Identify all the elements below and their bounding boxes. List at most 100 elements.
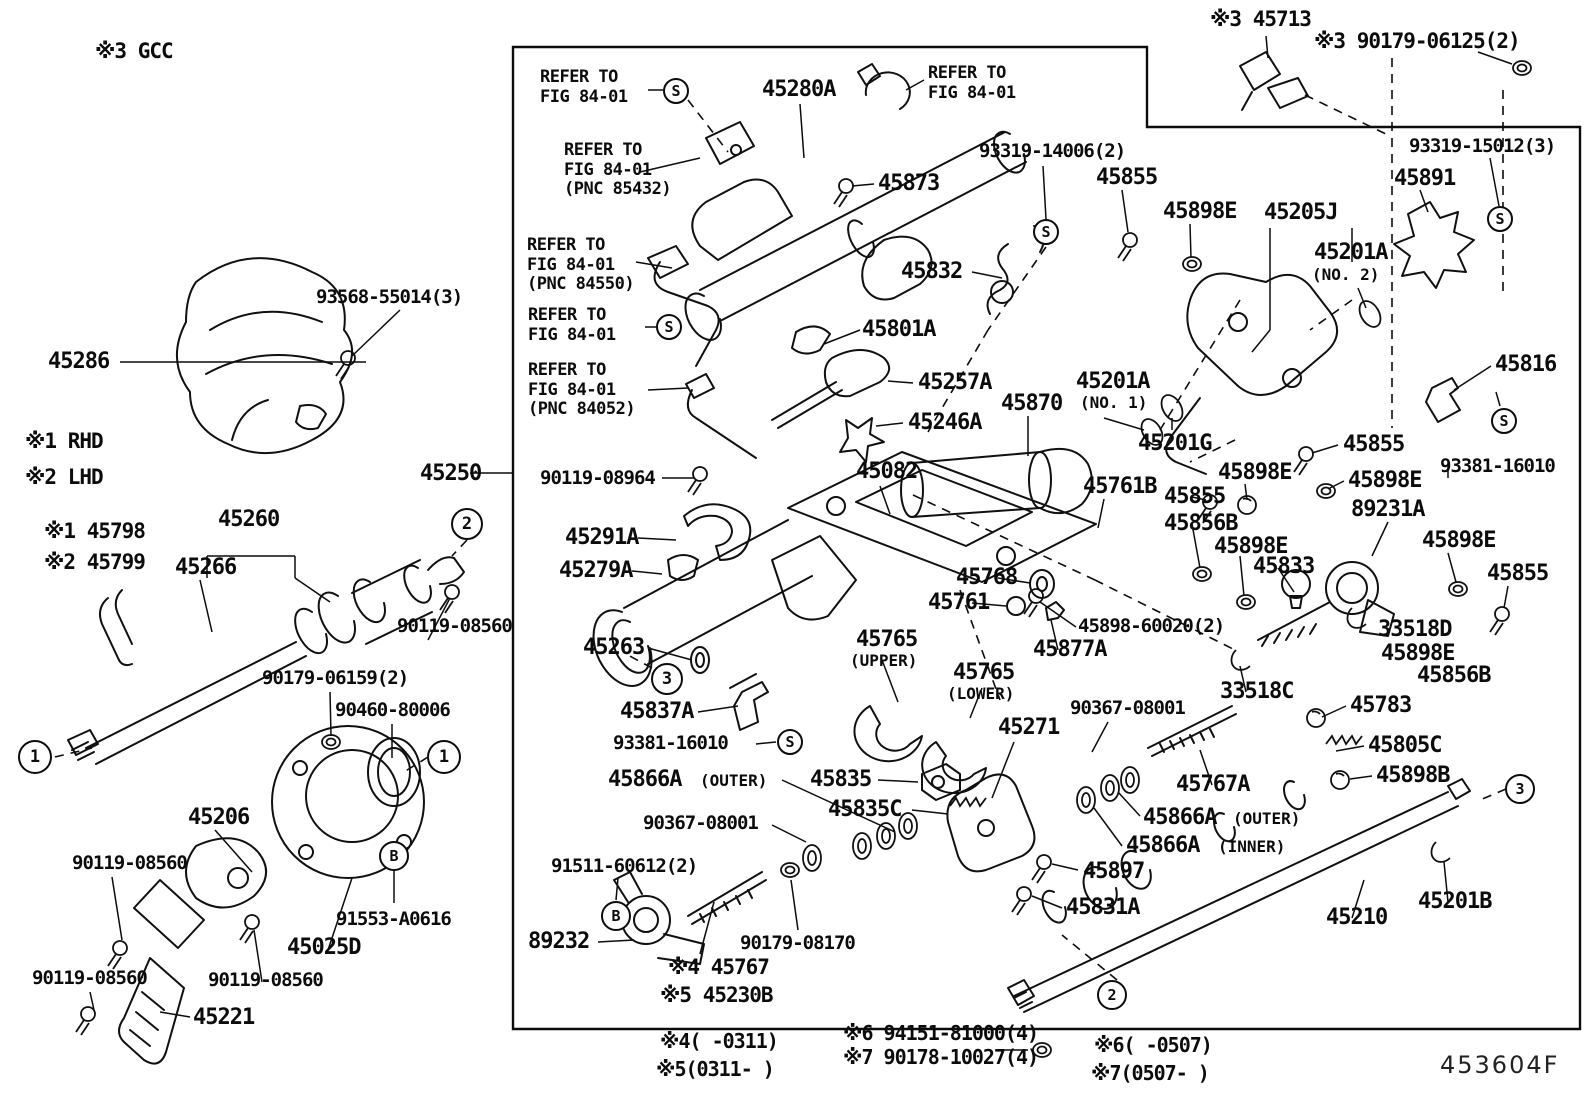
note-45767: ※4 45767 [668,955,770,979]
foot-6a: ※6 94151-81000(4) [843,1021,1039,1045]
sub-outer-r: (OUTER) [1233,809,1301,828]
part-90119-08560-d: 90119-08560 [208,969,324,991]
part-45898E-top: 45898E [1163,199,1237,224]
part-90367-08001-l: 90367-08001 [643,812,759,834]
callout-circle-s-3: S [1487,206,1513,232]
part-45201A-no2: 45201A [1314,240,1388,265]
note-45230B: ※5 45230B [660,983,774,1007]
part-45877A: 45877A [1033,637,1107,662]
part-89232: 89232 [528,929,590,954]
part-45837A: 45837A [620,699,694,724]
note-gcc: ※3 GCC [95,39,174,63]
callout-circle-s-4: S [1491,408,1517,434]
construction-lines [54,58,1507,981]
callout-circle-3-11: 3 [1505,774,1535,804]
part-45855-m: 45855 [1164,484,1226,509]
part-45765-l: 45765 [953,660,1015,685]
part-90367-08001-r: 90367-08001 [1070,697,1186,719]
part-45835: 45835 [810,767,872,792]
leader-lines [89,35,1513,1051]
callout-circle-b-13: B [601,901,631,931]
part-45799: ※2 45799 [44,550,146,574]
part-90460-80006: 90460-80006 [335,699,451,721]
part-90119-08560-c: 90119-08560 [32,967,148,989]
part-93381-16010-r: 93381-16010 [1440,455,1556,477]
part-45898E-r3: 45898E [1381,641,1455,666]
part-90179-08170: 90179-08170 [740,932,856,954]
part-45263: 45263 [583,635,645,660]
callout-circle-1-7: 1 [427,740,461,774]
part-45761B: 45761B [1083,474,1157,499]
foot-6b: ※6( -0507) [1094,1033,1213,1057]
part-45025D: 45025D [287,935,361,960]
part-90119-08560-b: 90119-08560 [72,852,188,874]
foot-4: ※4( -0311) [660,1029,779,1053]
part-45271: 45271 [998,715,1060,740]
part-45898E-m2: 45898E [1214,534,1288,559]
part-45816: 45816 [1495,352,1557,377]
part-45205J: 45205J [1264,200,1338,225]
main-border [511,45,1582,1031]
part-45246A: 45246A [908,410,982,435]
part-45855-top: 45855 [1096,165,1158,190]
sub-lower: (LOWER) [947,684,1015,703]
part-45831A: 45831A [1066,895,1140,920]
part-91511-60612: 91511-60612(2) [551,855,698,877]
part-45891: 45891 [1394,166,1456,191]
part-45250: 45250 [420,461,482,486]
part-45805C: 45805C [1368,733,1442,758]
part-93381-16010-b: 93381-16010 [613,732,729,754]
part-45898E-r1: 45898E [1348,468,1422,493]
part-45898E-m1: 45898E [1218,460,1292,485]
part-45257A: 45257A [918,370,992,395]
part-45765-u: 45765 [856,627,918,652]
callout-circle-s-2: S [656,314,682,340]
part-45855-r1: 45855 [1343,432,1405,457]
sub-outer-l: (OUTER) [700,771,768,790]
part-45768: 45768 [956,565,1018,590]
part-45767A: 45767A [1176,772,1250,797]
drawing-code: 453604F [1440,1051,1560,1079]
part-45206: 45206 [188,805,250,830]
part-45856B-m: 45856B [1164,511,1238,536]
part-45201B: 45201B [1418,889,1492,914]
ref-fig8401-5: REFER TO FIG 84-01 [528,305,616,345]
part-90119-08964: 90119-08964 [540,467,656,489]
part-45798: ※1 45798 [44,519,146,543]
part-45870: 45870 [1001,391,1063,416]
part-45082: 45082 [856,459,918,484]
callout-circle-2-9: 2 [1097,980,1127,1010]
part-89231A: 89231A [1351,497,1425,522]
callout-circle-b-12: B [379,841,409,871]
part-45280A: 45280A [762,77,836,102]
foot-7b: ※7(0507- ) [1091,1061,1210,1085]
part-45260: 45260 [218,507,280,532]
part-45898-60020: 45898-60020(2) [1078,615,1225,637]
part-45856B-r: 45856B [1417,663,1491,688]
callout-circle-1-6: 1 [18,740,52,774]
sub-no1: (NO. 1) [1080,393,1148,412]
callout-circle-s-0: S [663,78,689,104]
note-45713: ※3 45713 [1210,7,1312,31]
part-33518C: 33518C [1220,679,1294,704]
part-45279A: 45279A [559,558,633,583]
part-91553-A0616: 91553-A0616 [336,908,452,930]
callout-circle-s-5: S [777,729,803,755]
note-90179-06125: ※3 90179-06125(2) [1314,29,1521,53]
part-93319-15012: 93319-15012(3) [1409,135,1556,157]
part-90119-08560-a: 90119-08560 [397,615,513,637]
ref-fig8401-3: REFER TO FIG 84-01 (PNC 85432) [564,140,672,200]
foot-5: ※5(0311- ) [656,1057,775,1081]
part-45832: 45832 [901,259,963,284]
part-45801A: 45801A [862,317,936,342]
part-45855-r2: 45855 [1487,561,1549,586]
part-93319-14006: 93319-14006(2) [979,140,1126,162]
part-45266: 45266 [175,555,237,580]
part-45866A-ir: 45866A [1126,833,1200,858]
part-45783: 45783 [1350,693,1412,718]
legend-lhd: ※2 LHD [25,465,104,489]
sub-no2: (NO. 2) [1312,265,1380,284]
